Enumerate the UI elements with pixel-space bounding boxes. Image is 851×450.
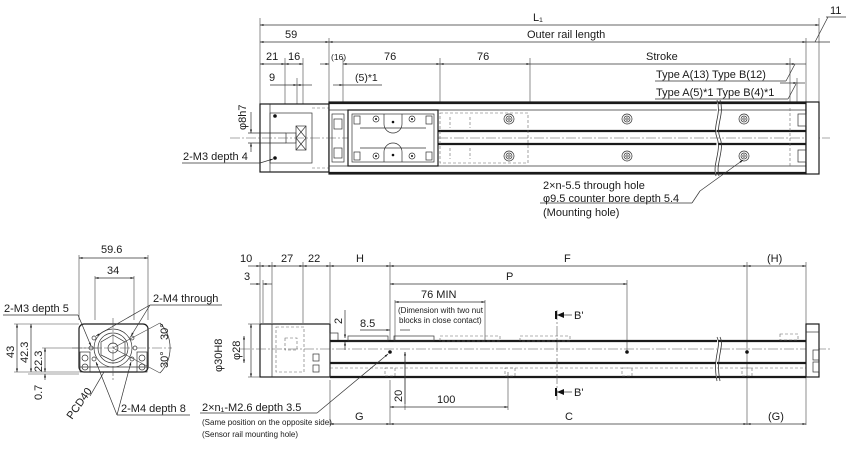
spigot-diameter-label: φ28 [231, 341, 243, 360]
dim-5-note: (5)*1 [355, 72, 378, 84]
section-marker-bottom: B' [574, 387, 583, 399]
top-view: L₁ 59 Outer rail length 11 21 16 (16) 76… [182, 5, 846, 219]
overall-length-label: L₁ [533, 12, 543, 24]
side-dim-G: G [355, 411, 364, 423]
height-0-7: 0.7 [33, 385, 45, 400]
sensor-note-3: (Sensor rail mounting hole) [202, 430, 298, 439]
mounting-hole-note-3: (Mounting hole) [543, 207, 619, 219]
motor-block-dim: 59 [285, 29, 297, 41]
end-inner-width-dim: 34 [107, 265, 119, 277]
angle-top: 30° [159, 323, 171, 340]
side-dim-F: F [564, 253, 571, 265]
end-through-label: 2-M4 through [153, 293, 218, 305]
stroke-label: Stroke [646, 51, 678, 63]
height-43: 43 [5, 346, 17, 358]
dim-16-paren: (16) [331, 52, 346, 62]
section-marker-top: B' [574, 310, 583, 322]
min-76-label: 76 MIN [421, 289, 457, 301]
angle-bottom: 30° [159, 351, 171, 368]
side-dim-C: C [565, 411, 573, 423]
min-note-2: blocks in close contact) [399, 316, 482, 325]
side-dim-20: 20 [393, 390, 405, 402]
dim-pitch-1: 76 [384, 51, 396, 63]
side-dim-2: 2 [333, 318, 345, 324]
side-dim-G-paren: (G) [768, 411, 784, 423]
mounting-hole-icon [503, 113, 750, 162]
end-view: 59.6 34 2-M3 depth 5 2-M4 through 2-M4 d… [3, 244, 222, 422]
tap-depth-label: 2-M3 depth 4 [183, 151, 248, 163]
side-dim-10: 10 [240, 253, 252, 265]
side-dim-27: 27 [281, 253, 293, 265]
min-note-1: (Dimension with two nut [398, 306, 484, 315]
dim-21: 21 [266, 51, 278, 63]
end-m4-depth-label: 2-M4 depth 8 [121, 403, 186, 415]
mounting-hole-note-2: φ9.5 counter bore depth 5.4 [543, 193, 679, 205]
end-clearance-dim: 11 [830, 5, 841, 17]
sensor-note-1: 2×n₁-M2.6 depth 3.5 [202, 402, 301, 414]
end-width-dim: 59.6 [101, 244, 122, 256]
sensor-note-2: (Same position on the opposite side) [202, 418, 332, 427]
dim-9: 9 [269, 72, 275, 84]
type-note-2: Type A(5)*1 Type B(4)*1 [656, 87, 774, 99]
side-dim-100: 100 [437, 394, 455, 406]
side-dim-3: 3 [244, 271, 250, 283]
side-dim-H: H [356, 253, 364, 265]
pcd-label: PCD40 [65, 386, 95, 422]
outer-rail-length-label: Outer rail length [527, 29, 605, 41]
height-42-3: 42.3 [19, 342, 31, 363]
dim-16: 16 [288, 51, 300, 63]
side-view: 10 27 22 H F (H) 3 P 76 MIN (Dimension w… [200, 253, 830, 439]
height-22-3: 22.3 [33, 351, 45, 372]
side-dim-P: P [506, 271, 513, 283]
mounting-hole-note-1: 2×n-5.5 through hole [543, 180, 645, 192]
end-m3-label: 2-M3 depth 5 [4, 303, 69, 315]
shaft-diameter-label: φ8h7 [237, 105, 249, 131]
side-dim-22: 22 [308, 253, 320, 265]
side-dim-H-paren: (H) [767, 253, 782, 265]
type-note-1: Type A(13) Type B(12) [656, 69, 766, 81]
bore-diameter-label: φ30H8 [213, 339, 225, 372]
dim-pitch-2: 76 [477, 51, 489, 63]
side-dim-8-5: 8.5 [360, 318, 375, 330]
